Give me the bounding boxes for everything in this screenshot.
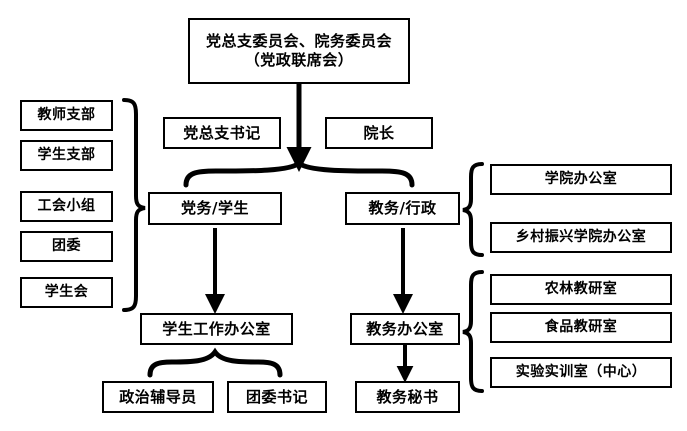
node-dean[interactable]: 院长	[325, 117, 433, 149]
node-league-secretary[interactable]: 团委书记	[227, 381, 327, 413]
node-academic-admin[interactable]: 教务/行政	[345, 192, 460, 225]
node-food-teaching-office[interactable]: 食品教研室	[490, 312, 672, 343]
node-academic-office[interactable]: 教务办公室	[350, 313, 460, 345]
node-student-union[interactable]: 学生会	[20, 277, 113, 308]
node-teacher-branch[interactable]: 教师支部	[20, 100, 113, 131]
node-party-secretary[interactable]: 党总支书记	[163, 117, 281, 149]
node-union-group[interactable]: 工会小组	[20, 191, 113, 222]
node-college-office[interactable]: 学院办公室	[490, 164, 672, 195]
brace-stuoff-split	[147, 347, 283, 378]
brace-right-upper-group	[462, 162, 484, 257]
node-top-committee[interactable]: 党总支委员会、院务委员会 （党政联席会）	[188, 18, 410, 84]
node-student-branch[interactable]: 学生支部	[20, 140, 113, 171]
node-student-work-office[interactable]: 学生工作办公室	[140, 313, 293, 345]
node-party-student-affairs[interactable]: 党务/学生	[148, 192, 282, 225]
node-academic-clerk[interactable]: 教务秘书	[355, 381, 460, 413]
node-rural-revitalization-office[interactable]: 乡村振兴学院办公室	[490, 222, 672, 253]
node-youth-league[interactable]: 团委	[20, 231, 113, 262]
brace-left-group	[122, 98, 146, 312]
node-lab-training-center[interactable]: 实验实训室（中心）	[490, 357, 672, 388]
brace-right-lower-group	[462, 270, 484, 393]
brace-top-split	[183, 159, 415, 188]
node-political-counselor[interactable]: 政治辅导员	[102, 381, 214, 413]
node-agroforestry-teaching-office[interactable]: 农林教研室	[490, 274, 672, 305]
